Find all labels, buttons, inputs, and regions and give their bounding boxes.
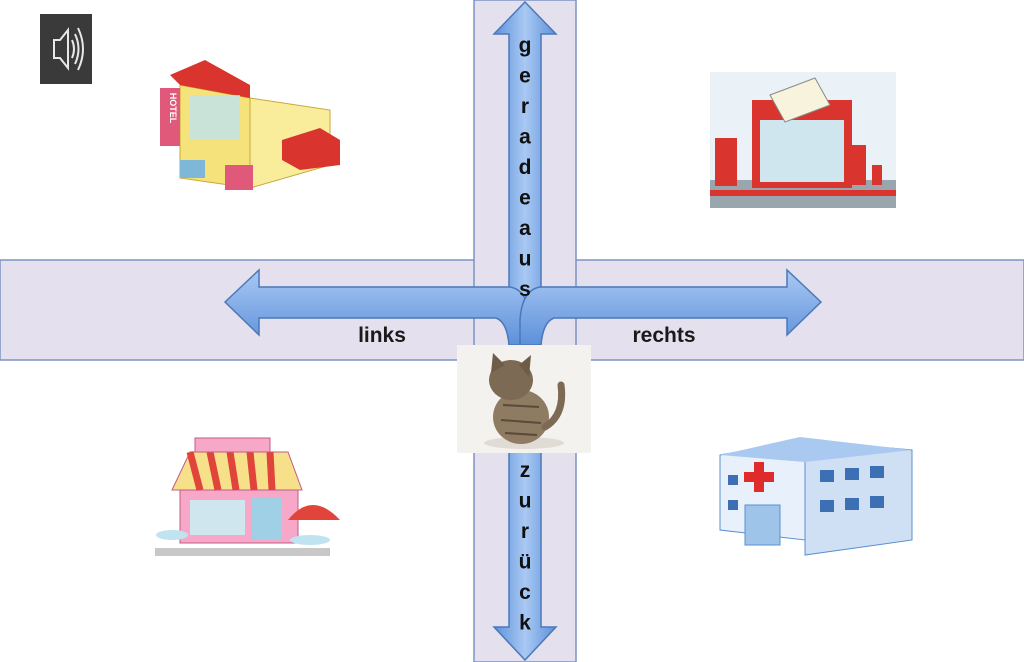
direction-letter: u (519, 490, 532, 513)
direction-letter: d (519, 156, 532, 179)
direction-letter: g (519, 34, 532, 57)
left-label: links (358, 324, 406, 347)
cafe-shop-icon[interactable] (155, 437, 340, 556)
direction-letter: r (521, 520, 529, 543)
svg-text:HOTEL: HOTEL (168, 93, 178, 124)
direction-letter: s (519, 278, 531, 301)
right-label: rechts (632, 324, 695, 347)
direction-letter: e (519, 65, 531, 88)
direction-letter: c (519, 581, 531, 604)
post-office-icon[interactable] (710, 72, 896, 208)
direction-letter: r (521, 95, 529, 118)
hospital-icon[interactable] (719, 437, 913, 556)
kitten-photo (457, 345, 591, 453)
speaker-icon (53, 27, 84, 71)
down-arrow (492, 449, 558, 662)
direction-letter: ü (519, 551, 532, 574)
direction-letter: k (519, 612, 531, 635)
direction-letter: e (519, 187, 531, 210)
direction-letter: z (520, 459, 531, 482)
direction-letter: a (519, 217, 531, 240)
direction-letter: a (519, 126, 531, 149)
direction-letter: u (519, 248, 532, 271)
hotel-building-icon[interactable]: HOTEL (160, 60, 340, 190)
sound-button[interactable] (40, 14, 92, 84)
